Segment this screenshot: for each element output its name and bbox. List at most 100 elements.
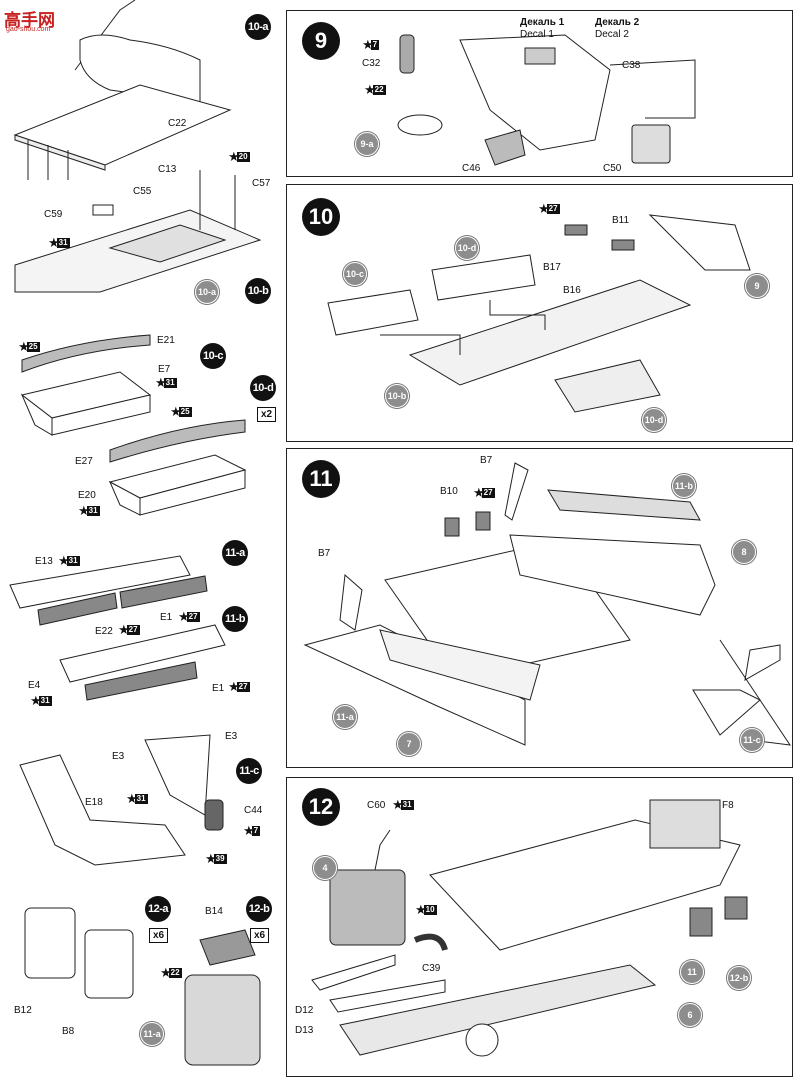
step-12-number: 12 [302, 788, 340, 826]
ref-11b: 11-b [672, 474, 696, 498]
paint-marker-27: ★27 [118, 622, 140, 637]
watermark-url: gao-shou.com [6, 26, 51, 33]
paint-marker-27: ★27 [178, 609, 200, 624]
decal-2-label: Декаль 2 [595, 17, 640, 28]
ref-10b: 10-b [385, 384, 409, 408]
step-11b-badge: 11-b [222, 606, 248, 632]
part-b10-label: B10 [440, 486, 458, 497]
step-9-panel [286, 10, 793, 177]
part-c55-label: C55 [133, 186, 152, 197]
step-12b-badge: 12-b [246, 896, 272, 922]
paint-marker-7: ★7 [362, 37, 380, 52]
part-e18-label: E18 [85, 797, 103, 808]
ref-12b: 12-b [727, 966, 751, 990]
part-c32-label: C32 [362, 58, 381, 69]
part-b7-label: B7 [318, 548, 331, 559]
ref-8: 8 [732, 540, 756, 564]
part-c13-label: C13 [158, 164, 177, 175]
part-c39-label: C39 [422, 963, 441, 974]
step-10-panel [286, 184, 793, 442]
quantity-x6: x6 [250, 928, 270, 943]
decal-1-label-en: Decal 1 [520, 29, 554, 40]
step-11c-badge: 11-c [236, 758, 262, 784]
part-e7-label: E7 [158, 364, 171, 375]
paint-marker-27: ★27 [228, 679, 250, 694]
decal-1-label: Декаль 1 [520, 17, 565, 28]
ref-11a: 11-a [140, 1022, 164, 1046]
step-12-panel [286, 777, 793, 1077]
ref-9a: 9-a [355, 132, 379, 156]
step-11a-badge: 11-a [222, 540, 248, 566]
step-9-number: 9 [302, 22, 340, 60]
part-c44-label: C44 [244, 805, 263, 816]
paint-marker-31: ★31 [58, 553, 80, 568]
part-e3-label: E3 [225, 731, 238, 742]
part-e27-label: E27 [75, 456, 93, 467]
decal-2-label-en: Decal 2 [595, 29, 629, 40]
paint-marker-31: ★31 [30, 693, 52, 708]
paint-marker-31: ★31 [392, 797, 414, 812]
part-c38-label: C38 [622, 60, 641, 71]
step-10b-badge: 10-b [245, 278, 271, 304]
step-12a-badge: 12-a [145, 896, 171, 922]
step-11-panel [286, 448, 793, 768]
part-b7-label: B7 [480, 455, 493, 466]
ref-11a: 11-a [333, 705, 357, 729]
paint-marker-31: ★31 [155, 375, 177, 390]
step-10d-badge: 10-d [250, 375, 276, 401]
part-d13-label: D13 [295, 1025, 314, 1036]
ref-11: 11 [680, 960, 704, 984]
ref-7: 7 [397, 732, 421, 756]
part-d12-label: D12 [295, 1005, 314, 1016]
part-e1-label: E1 [160, 612, 173, 623]
part-c50-label: C50 [603, 163, 622, 174]
ref-4: 4 [313, 856, 337, 880]
ref-10c: 10-c [343, 262, 367, 286]
part-e22-label: E22 [95, 626, 113, 637]
paint-marker-22: ★22 [160, 965, 182, 980]
paint-marker-7: ★7 [243, 823, 261, 838]
part-c57-label: C57 [252, 178, 271, 189]
paint-marker-25: ★25 [170, 404, 192, 419]
part-e13-label: E13 [35, 556, 53, 567]
watermark-logo: 高手网 [4, 11, 55, 30]
part-f8-label: F8 [722, 800, 734, 811]
part-c59-label: C59 [44, 209, 63, 220]
paint-marker-27: ★27 [473, 485, 495, 500]
paint-marker-31: ★31 [126, 791, 148, 806]
step-11-number: 11 [302, 460, 340, 498]
ref-10a: 10-a [195, 280, 219, 304]
paint-marker-31: ★31 [78, 503, 100, 518]
part-e20-label: E20 [78, 490, 96, 501]
ref-11c: 11-c [740, 728, 764, 752]
quantity-x2: x2 [257, 407, 277, 422]
paint-marker-31: ★31 [48, 235, 70, 250]
part-c22-label: C22 [168, 118, 187, 129]
part-b17-label: B17 [543, 262, 561, 273]
part-e1-label: E1 [212, 683, 225, 694]
step-10-number: 10 [302, 198, 340, 236]
ref-6: 6 [678, 1003, 702, 1027]
ref-10d: 10-d [642, 408, 666, 432]
part-b8-label: B8 [62, 1026, 75, 1037]
part-e21-label: E21 [157, 335, 175, 346]
paint-marker-39: ★39 [205, 851, 227, 866]
paint-marker-25: ★25 [18, 339, 40, 354]
part-c46-label: C46 [462, 163, 481, 174]
part-e4-label: E4 [28, 680, 41, 691]
part-c60-label: C60 [367, 800, 386, 811]
part-b11-label: B11 [612, 215, 630, 226]
step-10c-badge: 10-c [200, 343, 226, 369]
quantity-x6: x6 [149, 928, 169, 943]
paint-marker-10: ★10 [415, 902, 437, 917]
part-e3-label: E3 [112, 751, 125, 762]
paint-marker-27: ★27 [538, 201, 560, 216]
part-b16-label: B16 [563, 285, 581, 296]
part-b12-label: B12 [14, 1005, 32, 1016]
part-b14-label: B14 [205, 906, 223, 917]
step-10a-badge: 10-a [245, 14, 271, 40]
paint-marker-22: ★22 [364, 82, 386, 97]
paint-marker-20: ★20 [228, 149, 250, 164]
ref-10d: 10-d [455, 236, 479, 260]
